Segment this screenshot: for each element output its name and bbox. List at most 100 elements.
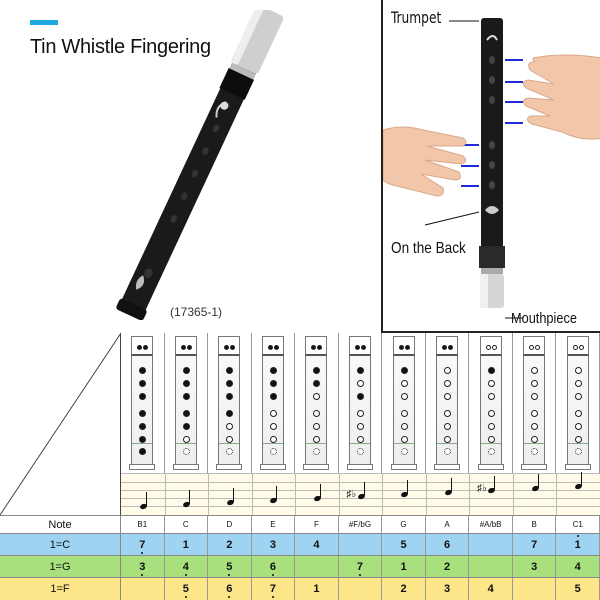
whistle-diagram [259,336,286,470]
degree-cell: 4 [556,556,600,577]
whistle-foot [390,464,417,470]
finger-hole [356,436,364,443]
degree-cell: 3 [121,556,165,577]
note-name-cell: B [513,516,557,533]
finger-hole [531,380,539,387]
note-name-cell: D [208,516,252,533]
degree-cell: 3 [426,578,470,600]
degree-cell: 6 [426,534,470,555]
scale-degree: 2 [226,538,233,551]
scale-degree: 3 [444,583,451,595]
finger-hole [356,410,364,417]
finger-hole [269,410,277,417]
key-c-label: 1=C [0,534,121,555]
note-stem [363,482,365,496]
degree-cell: 1 [295,578,339,600]
bottom-hole [226,448,234,455]
degree-cell: 1 [556,534,600,555]
bottom-hole [313,448,321,455]
scale-degree: 5 [226,560,233,576]
finger-hole [139,423,147,430]
note-name-cell: #F/bG [339,516,383,533]
degree-cell [295,556,339,577]
fingering-diagram [295,333,339,473]
finger-hole [400,436,408,443]
thumb-hole [186,345,192,350]
thumb-hole [578,345,584,350]
finger-hole [269,423,277,430]
note-stem [319,484,321,498]
thumb-hole [143,345,149,350]
finger-hole [226,423,234,430]
whistle-head [392,336,415,356]
degree-cell [339,534,383,555]
note-name-cell: C1 [556,516,600,533]
finger-hole [226,410,234,417]
key-f-label: 1=F [0,578,121,600]
degree-cell [469,556,513,577]
fingering-diagram [121,333,165,473]
whistle-head [305,336,328,356]
degree-cell: 3 [513,556,557,577]
trumpet-label: Trumpet [391,8,442,27]
note-name-cell: G [382,516,426,533]
thumb-hole [398,345,404,350]
fingering-diagram [208,333,252,473]
degree-cell [121,578,165,600]
degree-cell: 6 [252,556,296,577]
note-name-cell: B1 [121,516,165,533]
thumb-hole [267,345,273,350]
note-stem [407,480,409,494]
finger-hole [313,423,321,430]
whistle-head [566,336,589,356]
whistle-foot [129,464,156,470]
scale-degree: 1 [574,534,581,551]
finger-hole [182,367,190,374]
finger-hole [139,436,147,443]
note-name-cell: A [426,516,470,533]
whistle-head [523,336,546,356]
degree-cell: 7 [339,556,383,577]
finger-hole [487,423,495,430]
whistle-foot [303,464,330,470]
note-row-label: Note [0,516,121,533]
thumb-hole [273,345,279,350]
staff-divider [425,474,427,516]
finger-hole [182,410,190,417]
whistle-head [436,336,459,356]
diagram-separator [175,443,196,444]
thumb-hole [180,345,186,350]
whistle-head [479,336,502,356]
diagram-separator [437,443,458,444]
finger-hole [139,380,147,387]
finger-hole [313,436,321,443]
whistle-foot [521,464,548,470]
scale-degree: 1 [313,583,320,595]
thumb-hole [572,345,578,350]
note-stem [189,490,191,504]
finger-hole [400,380,408,387]
thumb-hole [354,345,360,350]
staff-divider [556,474,558,516]
finger-hole [400,423,408,430]
degree-cell: 2 [208,534,252,555]
staff-divider [512,474,514,516]
playing-demo-panel: Trumpet On the Back Mouthpiece [381,0,600,333]
finger-hole [182,393,190,400]
diagram-separator [524,443,545,444]
finger-hole [313,380,321,387]
thumb-hole [230,345,236,350]
scale-degree: 3 [269,538,276,551]
note-stem [276,486,278,500]
degree-cell: 7 [513,534,557,555]
note-stem [494,476,496,490]
scale-degree: 2 [400,583,407,595]
fingering-diagram [165,333,209,473]
note-name-cell: F [295,516,339,533]
staff-divider [469,474,471,516]
finger-hole [226,393,234,400]
fingering-diagram [469,333,513,473]
staff-divider [382,474,384,516]
